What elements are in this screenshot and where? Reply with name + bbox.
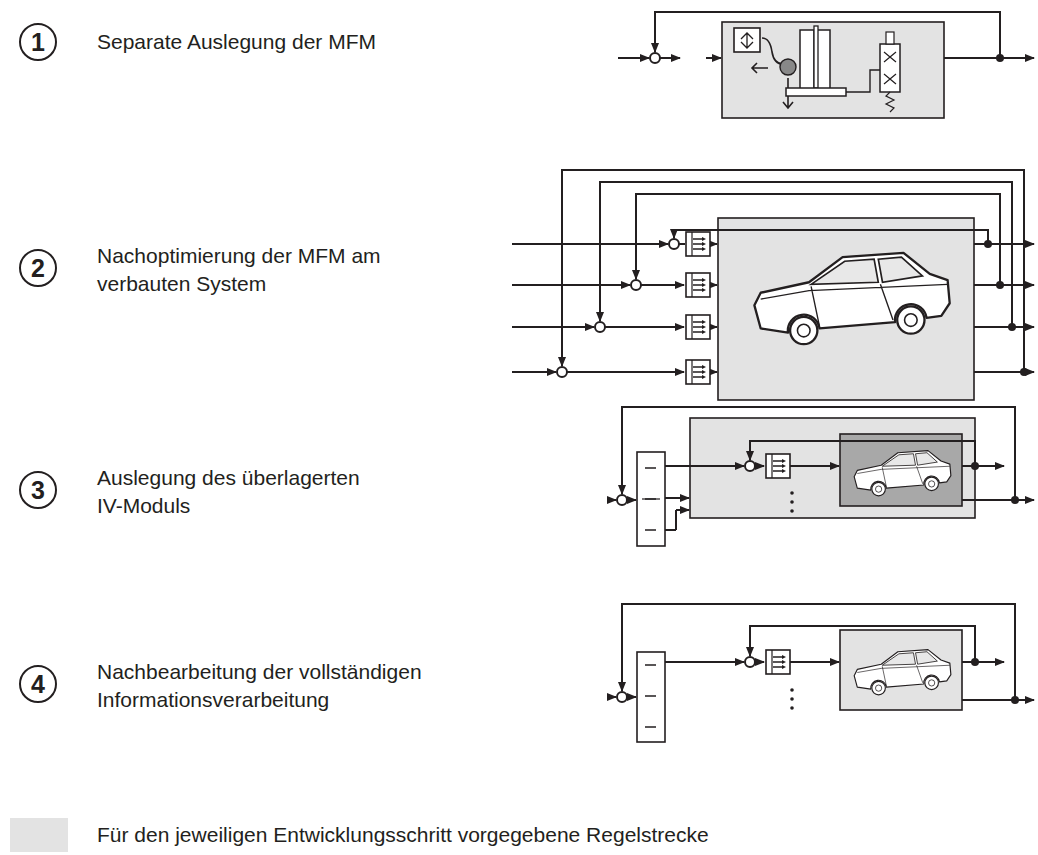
legend-swatch [10,818,68,852]
step-text: Separate Auslegung der MFM [97,28,517,56]
step-text: Nachoptimierung der MFM am verbauten Sys… [97,242,427,298]
callout-number: 3 [18,470,58,510]
callout-number: 1 [18,22,58,62]
legend-text: Für den jeweiligen Entwicklungsschritt v… [97,821,709,849]
step-text: Auslegung des überlagerten IV-Moduls [97,464,387,520]
callout-number: 2 [18,248,58,288]
step-text: Nachbearbeitung der vollständigen Inform… [97,658,477,714]
callout-number: 4 [18,664,58,704]
